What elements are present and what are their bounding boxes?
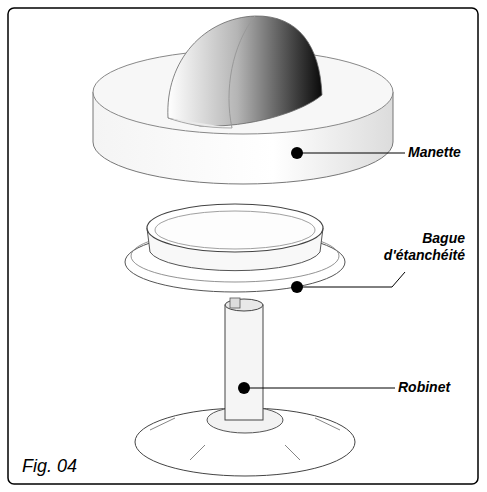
knob-grip (168, 16, 322, 126)
grip-edge (229, 16, 255, 128)
tap-spindle (225, 305, 263, 420)
ring-top (147, 204, 323, 252)
leader-line (297, 287, 392, 288)
ring-inner (155, 211, 315, 249)
spindle-flat (230, 298, 240, 308)
spindle-top (225, 299, 263, 311)
leader-dot (291, 147, 303, 159)
figure-caption: Fig. 04 (22, 456, 77, 477)
leader-line (244, 388, 395, 389)
leader-line (297, 153, 405, 154)
part-label: Robinet (398, 379, 478, 396)
frame (8, 8, 478, 484)
part-label: Manette (408, 144, 478, 161)
leader-line (392, 272, 405, 287)
part-label: Bague d'étanchéité (370, 230, 465, 264)
leader-dot (238, 382, 250, 394)
grip-base (168, 118, 232, 128)
leader-dot (291, 281, 303, 293)
